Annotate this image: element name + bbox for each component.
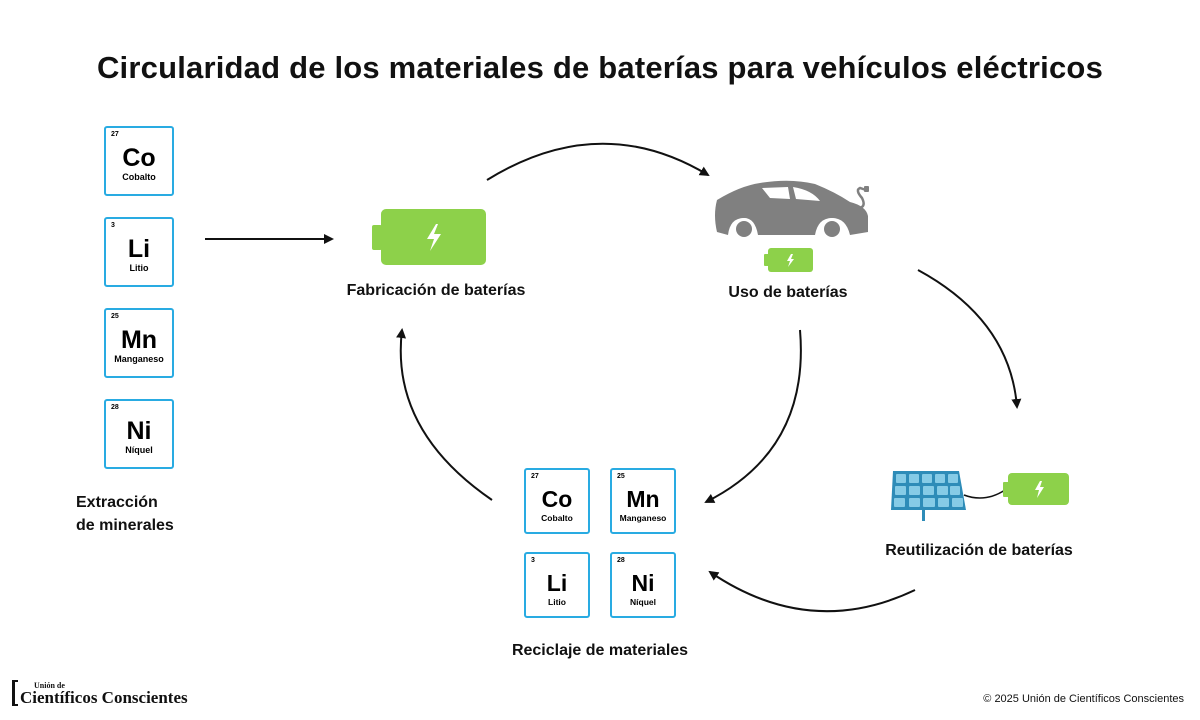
recycled-tile-cobalt: 27 Co Cobalto: [524, 468, 590, 534]
arrow-manufacturing-to-use: [486, 142, 710, 181]
arrow-use-to-reuse: [917, 269, 1022, 409]
copyright: © 2025 Unión de Científicos Conscientes: [983, 693, 1184, 705]
element-tile-lithium: 3 Li Litio: [104, 217, 174, 287]
label-use: Uso de baterías: [728, 284, 848, 301]
label-recycling: Reciclaje de materiales: [511, 642, 689, 659]
recycled-tile-manganese: 25 Mn Manganeso: [610, 468, 676, 534]
solar-panel-icon: [891, 471, 1006, 521]
arrow-use-to-recycling: [704, 329, 802, 503]
label-manufacturing: Fabricación de baterías: [346, 282, 526, 299]
label-reuse: Reutilización de baterías: [885, 542, 1073, 559]
battery-icon: [372, 209, 486, 265]
element-tile-cobalt: 27 Co Cobalto: [104, 126, 174, 196]
electric-car-icon: [715, 180, 869, 240]
small-battery-icon: [764, 248, 813, 272]
reuse-battery-icon: [1003, 473, 1069, 505]
element-tile-nickel: 28 Ni Níquel: [104, 399, 174, 469]
element-tile-manganese: 25 Mn Manganeso: [104, 308, 174, 378]
arrow-reuse-to-recycling: [708, 570, 916, 613]
recycled-tile-nickel: 28 Ni Níquel: [610, 552, 676, 618]
arrow-recycling-to-manufacturing: [396, 328, 493, 501]
page-title: Circularidad de los materiales de baterí…: [96, 50, 1104, 85]
recycled-tile-lithium: 3 Li Litio: [524, 552, 590, 618]
logo-bracket: [12, 680, 18, 706]
label-extraction: Extracción de minerales: [76, 494, 174, 534]
